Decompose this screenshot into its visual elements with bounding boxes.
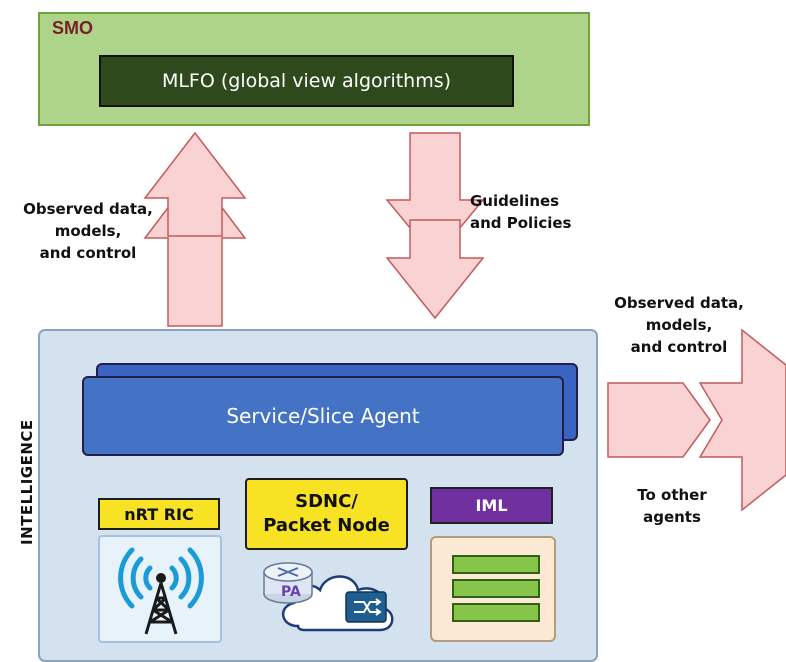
right-arrow-label-line: agents (643, 508, 701, 526)
intelligence-label: INTELLIGENCE (18, 419, 36, 545)
radio-tower-icon (118, 547, 204, 635)
down-arrow-label-line: and Policies (470, 214, 572, 232)
switch-icon (345, 591, 387, 623)
sdnc-label-line: SDNC/ (295, 491, 358, 512)
right-arrow-label-line: and control (630, 338, 728, 356)
ml-layer (452, 579, 540, 598)
right-arrow-bottom-label: To other agents (612, 484, 732, 528)
up-arrow-label-line: and control (39, 244, 137, 262)
up-arrow (143, 131, 247, 327)
sdnc-label-line: Packet Node (263, 515, 390, 536)
ml-layer (452, 603, 540, 622)
sdnc-packet-node-label: SDNC/ Packet Node (245, 478, 408, 550)
service-slice-agent-box: Service/Slice Agent (82, 376, 564, 456)
pa-badge: PA (281, 584, 301, 600)
smo-label: SMO (52, 18, 94, 38)
svg-text:PA: PA (281, 584, 301, 600)
nrt-ric-label: nRT RIC (98, 498, 220, 530)
right-arrow-top-label: Observed data, models, and control (604, 292, 754, 358)
down-arrow-label: Guidelines and Policies (470, 190, 571, 234)
iml-label: IML (430, 487, 553, 524)
right-arrow-label-line: Observed data, (614, 294, 744, 312)
right-arrow-label-line: models, (645, 316, 713, 334)
up-arrow-label: Observed data, models, and control (14, 198, 162, 264)
up-arrow-label-line: models, (54, 222, 122, 240)
right-arrow-label-line: To other (637, 486, 707, 504)
ml-layer (452, 555, 540, 574)
router-icon (263, 562, 313, 604)
down-arrow-label-line: Guidelines (470, 192, 560, 210)
mlfo-box: MLFO (global view algorithms) (99, 55, 514, 107)
packet-network-illustration: PA (263, 562, 394, 632)
right-arrow (607, 328, 786, 512)
down-arrow (385, 132, 485, 320)
up-arrow-label-line: Observed data, (23, 200, 153, 218)
